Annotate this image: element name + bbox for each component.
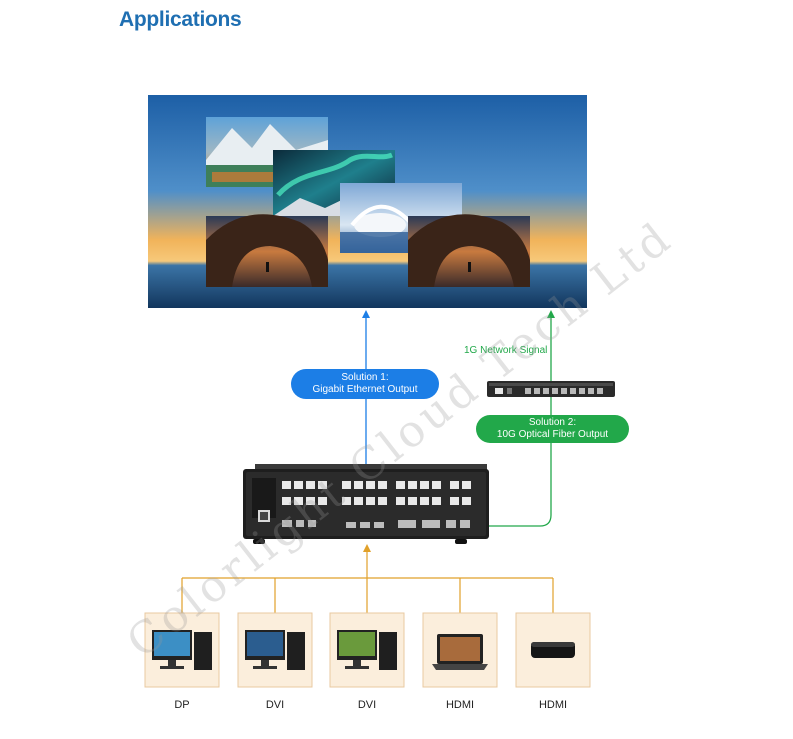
solution-1-subtitle: Gigabit Ethernet Output (312, 384, 418, 395)
rock-arch-photo-left (206, 214, 328, 287)
solution-1-badge: Solution 1: Gigabit Ethernet Output (291, 369, 439, 399)
source-label-dvi-1: DVI (265, 699, 285, 711)
laptop-icon (432, 634, 488, 670)
video-processor-device (243, 464, 489, 544)
source-card-dp (144, 612, 220, 688)
input-signal-paths (181, 548, 554, 613)
desktop-computer-icon (245, 630, 305, 670)
ethernet-port-row-bottom (282, 497, 471, 505)
media-player-box-icon (531, 642, 575, 658)
input-port-row (282, 520, 470, 528)
solution-2-badge: Solution 2: 10G Optical Fiber Output (476, 415, 629, 443)
solution-2-title: Solution 2: (528, 417, 577, 428)
source-card-hdmi-laptop (422, 612, 498, 688)
source-card-hdmi-box (515, 612, 591, 688)
source-card-dvi-1 (237, 612, 313, 688)
source-label-hdmi-2: HDMI (538, 699, 568, 711)
source-label-dp: DP (174, 699, 190, 711)
source-label-hdmi-1: HDMI (445, 699, 475, 711)
page-title: Applications (119, 8, 242, 31)
source-label-dvi-2: DVI (357, 699, 377, 711)
source-card-dvi-2 (329, 612, 405, 688)
solution-1-title: Solution 1: (341, 372, 389, 383)
desktop-computer-icon (152, 630, 212, 670)
led-display-screen (148, 95, 587, 308)
ethernet-output-path (362, 310, 370, 490)
input-arrowhead (363, 544, 371, 552)
signal-note-label: 1G Network Signal (464, 345, 548, 356)
fiber-output-path (484, 310, 555, 527)
solution-2-subtitle: 10G Optical Fiber Output (496, 429, 609, 440)
rock-arch-photo-right (408, 214, 530, 287)
ethernet-port-row-top (282, 481, 471, 489)
fiber-converter-device (487, 381, 615, 397)
desktop-computer-icon (337, 630, 397, 670)
